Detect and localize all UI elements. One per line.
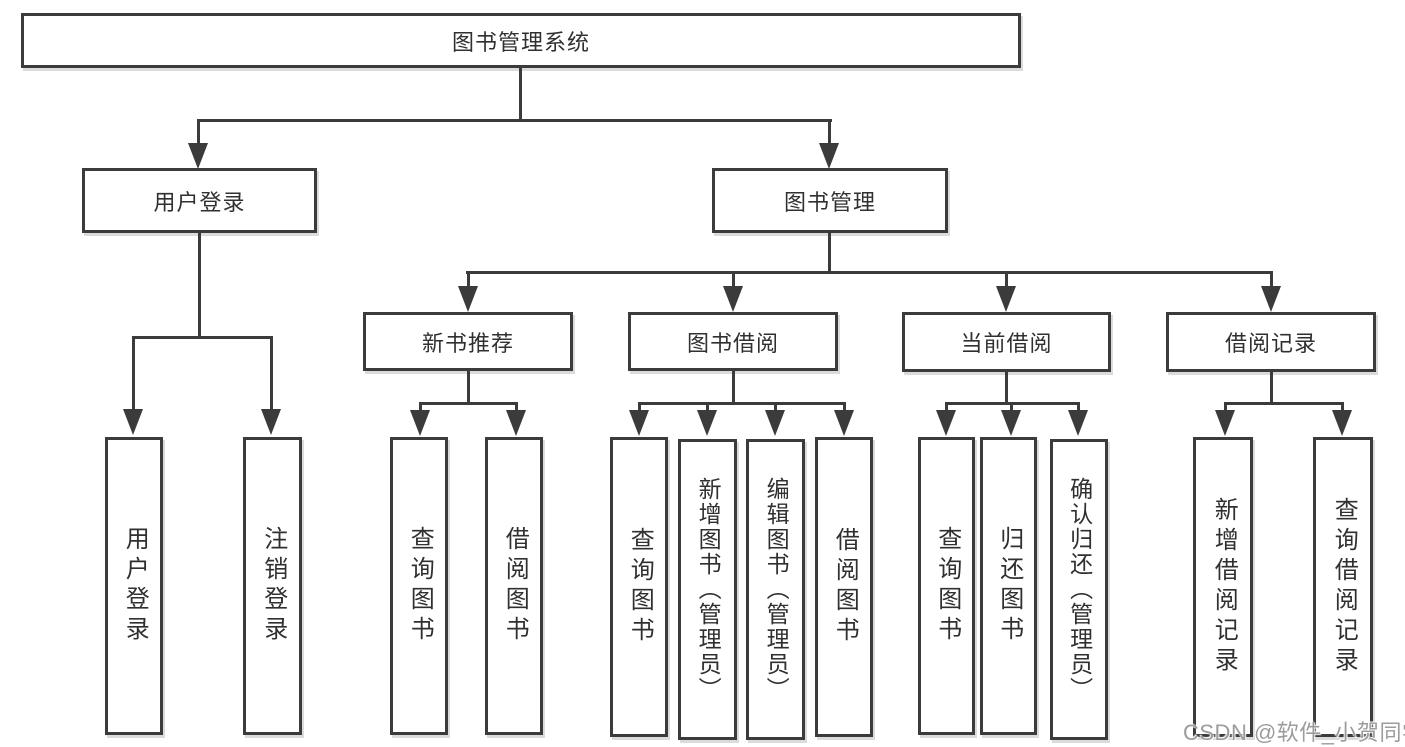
arrow-E2-icon bbox=[1332, 410, 1352, 436]
node-user-login: 用户登录 bbox=[82, 168, 317, 233]
leaf-confirm-return-admin: 确认归还（管理员） bbox=[1050, 439, 1108, 740]
leaf-add-borrow-record: 新增借阅记录 bbox=[1193, 437, 1253, 737]
connector-user-login-bar bbox=[132, 336, 273, 339]
arrow-leaf-logout-icon bbox=[261, 409, 281, 435]
arrow-C4-icon bbox=[834, 410, 854, 436]
leaf-user-login: 用户登录 bbox=[105, 437, 163, 735]
arrow-book-borrow-icon bbox=[723, 286, 743, 312]
node-current-borrow: 当前借阅 bbox=[902, 312, 1111, 372]
connector-leaf-logout-stem bbox=[270, 336, 273, 410]
leaf-borrow-books: 借阅图书 bbox=[815, 437, 873, 737]
node-new-book-recommend: 新书推荐 bbox=[363, 312, 573, 371]
arrow-B2-icon bbox=[506, 410, 526, 436]
arrow-current-borrow-icon bbox=[996, 286, 1016, 312]
leaf-query-borrow-record: 查询借阅记录 bbox=[1313, 437, 1373, 737]
connector-borrow-records-stem bbox=[1270, 271, 1273, 289]
arrow-leaf-login-icon bbox=[123, 409, 143, 435]
arrow-D2-icon bbox=[1001, 410, 1021, 436]
arrow-D1-icon bbox=[936, 410, 956, 436]
connector-groupE-drop bbox=[1270, 372, 1273, 404]
connector-B2-stem bbox=[515, 402, 518, 412]
connector-leaf-login-stem bbox=[132, 336, 135, 410]
leaf-recommend-borrow-books: 借阅图书 bbox=[485, 437, 543, 735]
connector-E1-stem bbox=[1224, 402, 1227, 412]
connector-B1-stem bbox=[419, 402, 422, 412]
node-borrow-records: 借阅记录 bbox=[1166, 312, 1376, 372]
node-book-management: 图书管理 bbox=[712, 168, 948, 233]
connector-current-borrow-stem bbox=[1005, 271, 1008, 289]
connector-C1-stem bbox=[638, 402, 641, 412]
arrow-C1-icon bbox=[629, 410, 649, 436]
connector-D1-stem bbox=[945, 402, 948, 412]
connector-book-mgmt-stem bbox=[828, 119, 831, 147]
connector-book-borrow-stem bbox=[732, 271, 735, 289]
leaf-edit-books-admin: 编辑图书（管理员） bbox=[746, 439, 805, 740]
connector-root-drop bbox=[519, 67, 522, 121]
leaf-return-books: 归还图书 bbox=[980, 437, 1037, 735]
leaf-logout: 注销登录 bbox=[243, 437, 302, 735]
arrow-new-book-icon bbox=[458, 286, 478, 312]
arrow-C3-icon bbox=[765, 410, 785, 436]
connector-groupC-drop bbox=[732, 371, 735, 404]
connector-groupD-drop bbox=[1005, 372, 1008, 404]
connector-groupE-bar bbox=[1224, 402, 1344, 405]
leaf-add-books-admin: 新增图书（管理员） bbox=[678, 439, 737, 740]
leaf-recommend-query-books: 查询图书 bbox=[390, 437, 448, 735]
node-book-borrow: 图书借阅 bbox=[628, 312, 838, 371]
connector-level3-bar bbox=[466, 271, 1272, 274]
arrow-user-login-icon bbox=[188, 143, 208, 169]
connector-D2-stem bbox=[1010, 402, 1013, 412]
arrow-C2-icon bbox=[697, 410, 717, 436]
arrow-E1-icon bbox=[1215, 410, 1235, 436]
connector-D3-stem bbox=[1077, 402, 1080, 412]
csdn-watermark: CSDN @软件_小贺同学 bbox=[1183, 720, 1405, 745]
connector-level2-bar bbox=[197, 119, 832, 122]
connector-C2-stem bbox=[706, 402, 709, 412]
arrow-D3-icon bbox=[1068, 410, 1088, 436]
connector-C4-stem bbox=[843, 402, 846, 412]
connector-groupC-bar bbox=[638, 402, 846, 405]
connector-user-login-drop bbox=[198, 233, 201, 338]
connector-new-book-stem bbox=[467, 271, 470, 289]
connector-E2-stem bbox=[1341, 402, 1344, 412]
arrow-borrow-records-icon bbox=[1261, 286, 1281, 312]
leaf-current-query-books: 查询图书 bbox=[918, 437, 975, 735]
connector-C3-stem bbox=[774, 402, 777, 412]
connector-groupB-drop bbox=[467, 371, 470, 404]
connector-groupB-bar bbox=[419, 402, 518, 405]
connector-book-mgmt-drop bbox=[828, 233, 831, 274]
node-root: 图书管理系统 bbox=[21, 13, 1021, 68]
arrow-book-mgmt-icon bbox=[819, 143, 839, 169]
connector-user-login-stem bbox=[197, 119, 200, 147]
arrow-B1-icon bbox=[410, 410, 430, 436]
leaf-borrow-query-books: 查询图书 bbox=[610, 437, 668, 737]
